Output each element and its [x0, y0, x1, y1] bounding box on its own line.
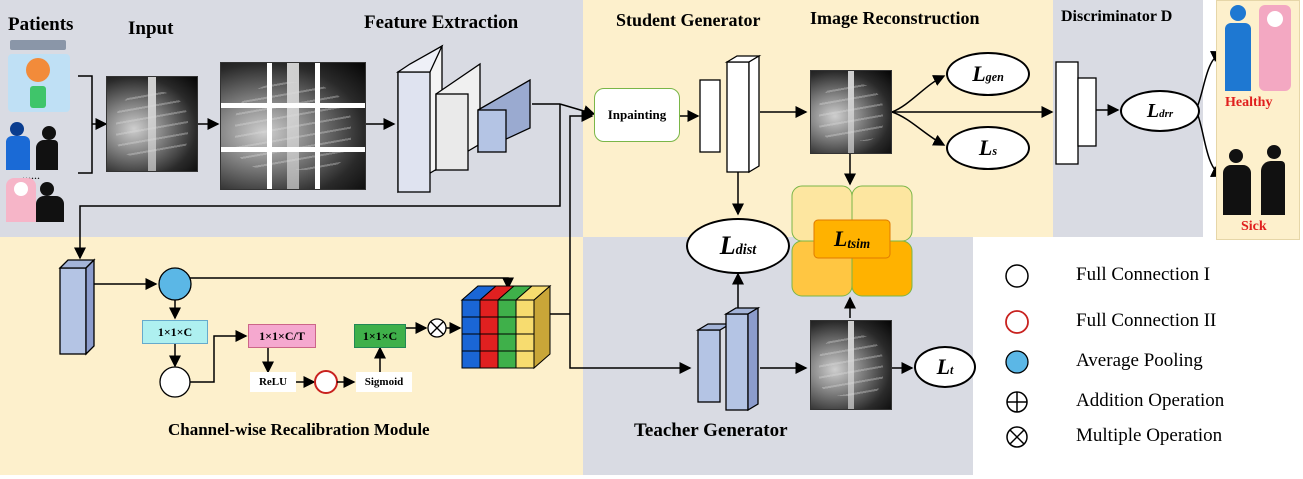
- crm-diagram: [58, 258, 570, 398]
- legend-full-connection-1: Full Connection I: [1076, 264, 1211, 285]
- legend-symbols: [1005, 264, 1029, 448]
- inpainting-box: Inpainting: [594, 88, 680, 142]
- legend-addition: Addition Operation: [1076, 390, 1225, 411]
- input-title: Input: [128, 18, 174, 39]
- outcome-panel: Healthy Sick: [1216, 0, 1300, 240]
- recalibrated-cube: [460, 284, 552, 370]
- crm-chip-c2: 1×1×C: [354, 324, 406, 348]
- crm-sigmoid: Sigmoid: [356, 372, 412, 392]
- patched-xray-image: [220, 62, 366, 190]
- teacher-generator-title: Teacher Generator: [634, 420, 788, 441]
- discriminator-title: Discriminator D: [1061, 8, 1173, 25]
- sick-person-icon: [1223, 141, 1293, 215]
- healthy-label: Healthy: [1225, 95, 1273, 110]
- feature-extraction-blocks: [395, 44, 531, 194]
- legend-full-connection-2: Full Connection II: [1076, 310, 1217, 331]
- healthy-person-icon: [1223, 5, 1253, 91]
- student-generator-title: Student Generator: [616, 10, 761, 30]
- input-xray-image: [106, 76, 198, 172]
- teacher-reconstruction-image: [810, 320, 892, 410]
- crm-chip-c1: 1×1×C: [142, 320, 208, 344]
- hospital-icon: [8, 40, 70, 112]
- sick-patients-icon: [6, 120, 72, 172]
- healthy-person-icon-2: [1259, 5, 1291, 91]
- crm-title: Channel-wise Recalibration Module: [168, 420, 430, 439]
- image-reconstruction-title: Image Reconstruction: [810, 8, 980, 28]
- crm-chip-ct: 1×1×C/T: [248, 324, 316, 348]
- crm-relu: ReLU: [250, 372, 296, 392]
- legend-average-pooling: Average Pooling: [1076, 350, 1203, 371]
- legend-multiple: Multiple Operation: [1076, 425, 1223, 446]
- tsim-block: [791, 185, 913, 297]
- sick-label: Sick: [1241, 219, 1267, 234]
- feature-extraction-title: Feature Extraction: [364, 12, 519, 33]
- student-reconstruction-image: [810, 70, 892, 154]
- patients-title: Patients: [8, 14, 74, 35]
- patient-pair-icon: [6, 178, 72, 222]
